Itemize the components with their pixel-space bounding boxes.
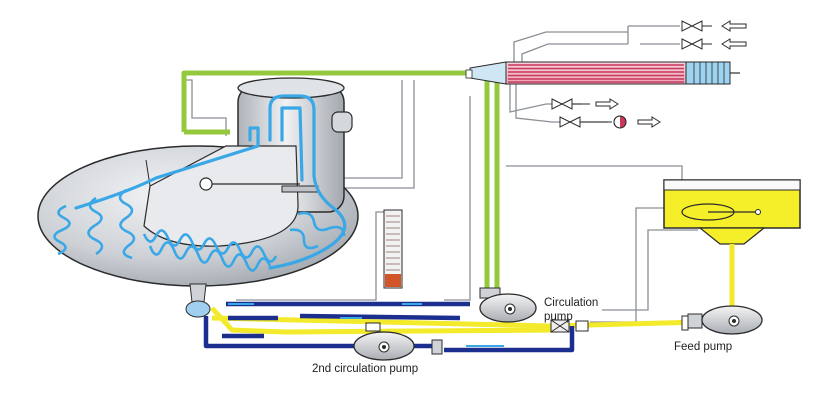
utility-lines: [186, 25, 698, 323]
bottom-valves: [365, 315, 689, 333]
inlet-arrow-icon: [721, 38, 747, 50]
pressure-gauge-icon: [613, 115, 627, 129]
valve-icon[interactable]: [365, 322, 381, 332]
feed-pump[interactable]: [687, 305, 763, 335]
circulation-pump[interactable]: [479, 287, 537, 323]
valve-icon[interactable]: [681, 38, 703, 50]
outlet-arrow-icon: [637, 116, 661, 128]
outlet-arrow-icon: [595, 98, 619, 110]
flow-arrows: [595, 20, 747, 128]
feed-line: [210, 244, 735, 335]
circulation-pump-label: Circulation: [544, 297, 598, 309]
circulation-pump-label-line2: pump: [544, 311, 573, 323]
level-gauge: [383, 209, 403, 289]
valve-icon[interactable]: [551, 98, 573, 110]
valve-icon[interactable]: [559, 116, 581, 128]
steam-line: [181, 70, 500, 296]
feed-pump-label: Feed pump: [674, 341, 732, 353]
valve-icon[interactable]: [681, 20, 703, 32]
heat-exchanger: [465, 61, 740, 85]
top-right-valves: [551, 20, 712, 128]
water-tube-loops: [53, 188, 346, 272]
feed-tank: [663, 179, 801, 245]
evaporator-vessel: [37, 77, 359, 318]
valve-icon[interactable]: [550, 319, 570, 333]
water-tube-coil: [74, 94, 347, 270]
second-circulation-pump-label: 2nd circulation pump: [312, 363, 418, 375]
inlet-arrow-icon: [721, 20, 747, 32]
circulation-line-highlights: [228, 303, 504, 347]
second-circulation-pump[interactable]: [353, 331, 443, 361]
